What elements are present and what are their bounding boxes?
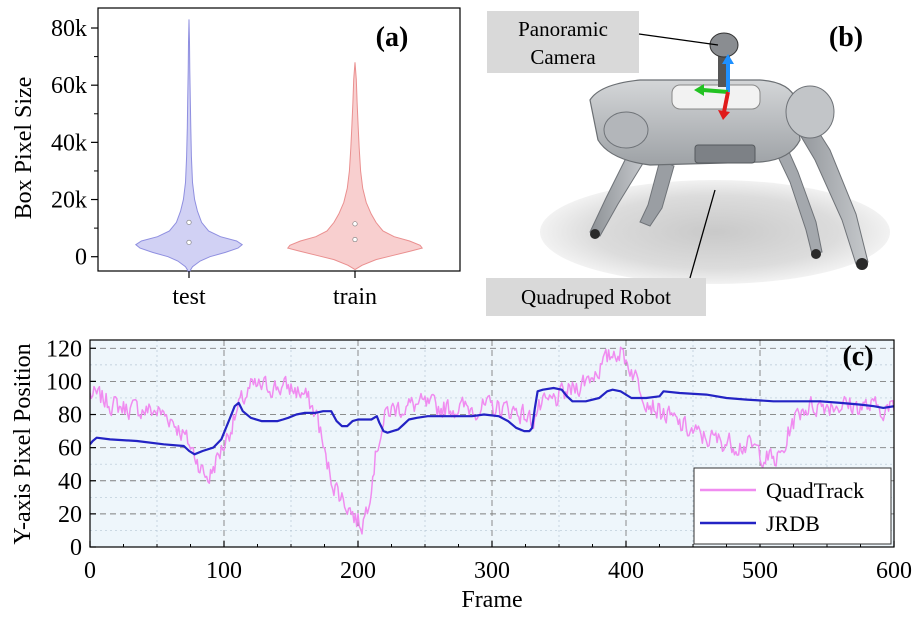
- line-legend: QuadTrack JRDB: [693, 467, 892, 545]
- camera-callout-pointer: [638, 33, 719, 46]
- line-y-tick-label: 40: [58, 469, 82, 495]
- line-x-axis-title: Frame: [461, 587, 522, 613]
- camera-callout-line1: Panoramic: [518, 17, 608, 41]
- camera-y-axis-arrow: [702, 88, 729, 94]
- violin-y-tick-label: 20k: [51, 188, 87, 214]
- line-x-tick-label: 200: [340, 558, 376, 584]
- line-x-tick-label: 400: [608, 558, 644, 584]
- robot-callout-box: [486, 278, 706, 316]
- line-y-tick-label: 60: [58, 436, 82, 462]
- legend-label-jrdb: JRDB: [766, 511, 820, 536]
- robot-foot: [856, 258, 868, 270]
- violin-test-mean-marker: [186, 219, 192, 225]
- robot-hip-back: [785, 85, 835, 139]
- line-series-quadtrack: [90, 346, 894, 535]
- robot-foot: [811, 249, 821, 259]
- violin-test-median-marker: [186, 239, 192, 245]
- violin-y-tick-label: 80k: [51, 16, 87, 42]
- violin-train-mean-marker: [352, 221, 358, 227]
- camera-x-axis-arrowhead: [718, 110, 730, 120]
- violin-y-tick-label: 40k: [51, 130, 87, 156]
- violin-train: [286, 62, 424, 271]
- line-y-axis-title: Y-axis Pixel Position: [10, 343, 36, 544]
- line-y-tick-label: 120: [46, 336, 82, 362]
- line-y-tick-label: 100: [46, 369, 82, 395]
- camera-x-axis-arrow: [722, 91, 730, 113]
- panoramic-camera-icon: [709, 32, 739, 58]
- panel-b-label: (b): [829, 22, 863, 53]
- line-series-jrdb: [90, 386, 894, 456]
- violin-y-axis-title: Box Pixel Size: [11, 77, 37, 220]
- robot-foot: [590, 229, 600, 239]
- camera-y-axis-arrowhead: [694, 84, 704, 96]
- violin-train-median-marker: [352, 237, 358, 243]
- line-y-tick-label: 0: [70, 535, 82, 561]
- line-x-tick-label: 600: [876, 558, 912, 584]
- line-x-tick-label: 300: [474, 558, 510, 584]
- legend-box: [693, 467, 892, 545]
- line-chart-panel: 0 100 200 300 400 500 600 0 20 40 60 80 100 120 Y-ax…: [10, 336, 912, 613]
- violin-y-tick-label: 60k: [51, 73, 87, 99]
- violin-y-tick-label: 0: [75, 245, 87, 271]
- panel-c-label: (c): [842, 341, 873, 372]
- line-x-tick-label: 0: [84, 558, 96, 584]
- panel-a-label: (a): [376, 22, 409, 53]
- line-y-tick-label: 80: [58, 403, 82, 429]
- line-x-tick-label: 500: [742, 558, 778, 584]
- violin-bodies: [134, 19, 424, 274]
- violin-frame: [97, 7, 461, 272]
- violin-x-tick-label: train: [333, 284, 377, 310]
- robot-leg-front-right: [639, 159, 675, 227]
- line-y-ticks: 0 20 40 60 80 100 120: [46, 336, 96, 561]
- quadruped-robot-illustration: [589, 32, 869, 270]
- line-series-group: [90, 346, 894, 535]
- camera-callout-line2: Camera: [530, 45, 596, 69]
- violin-x-tick-label: test: [172, 284, 206, 310]
- violin-y-ticks: 0 20k 40k 60k 80k: [51, 16, 98, 271]
- line-x-ticks: 0 100 200 300 400 500 600: [84, 541, 912, 584]
- violin-panel: 0 20k 40k 60k 80k test train Box Pixel Size (…: [11, 7, 461, 310]
- legend-label-quadtrack: QuadTrack: [766, 478, 864, 503]
- camera-callout-box: [487, 11, 639, 73]
- camera-z-axis-arrowhead: [722, 54, 734, 64]
- robot-photo-panel: Panoramic Camera Quadruped Robot (b): [486, 11, 890, 316]
- violin-x-ticks: test train: [172, 271, 377, 310]
- camera-mount: [671, 84, 761, 110]
- robot-hip-front: [603, 111, 649, 149]
- robot-callout-pointer: [689, 189, 716, 279]
- line-y-tick-label: 20: [58, 502, 82, 528]
- violin-test: [134, 19, 244, 274]
- robot-callout-label: Quadruped Robot: [521, 285, 671, 309]
- line-x-tick-label: 100: [206, 558, 242, 584]
- robot-belly-panel: [694, 144, 756, 164]
